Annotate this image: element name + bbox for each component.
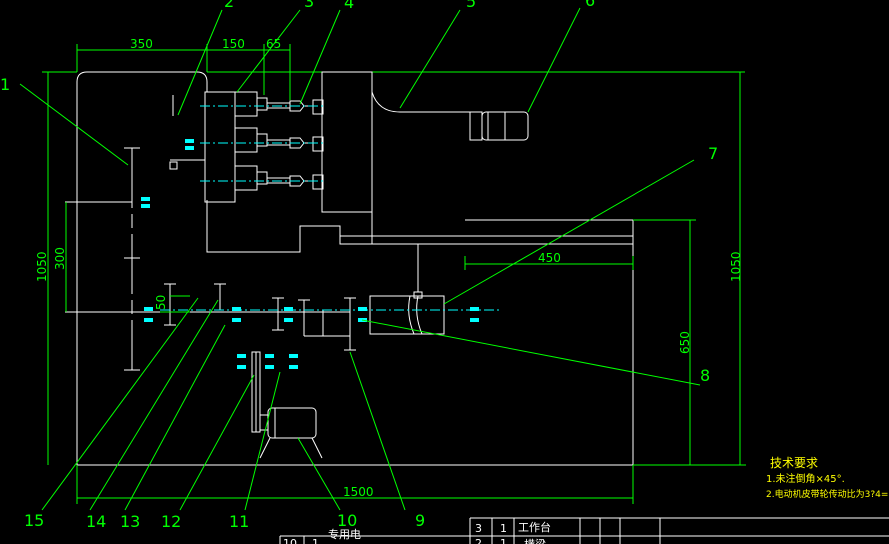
spindle-box-2 <box>234 127 258 153</box>
tb-row1-name: 工作台 <box>518 520 551 534</box>
machine-outline <box>65 71 745 466</box>
tb-row3-no: 10 <box>283 537 297 544</box>
chuck-3 <box>312 174 324 190</box>
dim-350: 350 <box>130 37 153 51</box>
callout-7: 7 <box>708 144 718 163</box>
housing-curve <box>371 91 482 141</box>
motor-adapter <box>469 111 483 141</box>
dim-300: 300 <box>53 247 67 270</box>
callout-3: 3 <box>304 0 314 11</box>
callout-13: 13 <box>120 512 140 531</box>
callout-1: 1 <box>0 75 10 94</box>
drill-bit-2 <box>289 137 305 149</box>
tech-notes-title: 技术要求 <box>770 456 818 470</box>
callout-12: 12 <box>161 512 181 531</box>
title-block <box>279 517 889 544</box>
tb-row2-name: 横梁 <box>524 537 546 544</box>
callout-4: 4 <box>344 0 354 12</box>
dim-650: 650 <box>678 331 692 354</box>
drill-bit-3 <box>289 175 305 187</box>
spindle-box-1 <box>234 91 258 117</box>
spindle-nut-2 <box>256 133 268 147</box>
dim-50: 50 <box>154 295 168 310</box>
spindle-nut-3 <box>256 171 268 185</box>
tech-note-1: 1.未注倒角×45°. <box>766 472 845 485</box>
slide-rail <box>206 200 634 253</box>
centerlines <box>160 105 500 311</box>
callout-14: 14 <box>86 512 106 531</box>
callout-6: 6 <box>585 0 595 10</box>
dim-65: 65 <box>266 37 281 51</box>
power-head-housing <box>321 71 373 213</box>
callout-11: 11 <box>229 512 249 531</box>
dim-1050-left: 1050 <box>35 251 49 282</box>
tb-row1-no: 3 <box>475 522 482 535</box>
chuck-1 <box>312 99 324 115</box>
bearing-symbols <box>141 139 479 369</box>
dim-150: 150 <box>222 37 245 51</box>
chuck-2 <box>312 136 324 152</box>
callout-5: 5 <box>466 0 476 11</box>
dimension-texts: 350 150 65 1050 300 450 1050 650 1500 50 <box>35 37 743 499</box>
tb-row2-qty: 1 <box>500 537 507 544</box>
tb-row1-qty: 1 <box>500 522 507 535</box>
tb-row3-qty: 1 <box>312 537 319 544</box>
tb-row2-no: 2 <box>475 537 482 544</box>
drill-bit-1 <box>289 100 305 112</box>
dim-450: 450 <box>538 251 561 265</box>
callout-numbers: 1 2 3 4 5 6 7 8 9 10 11 12 13 14 15 <box>0 0 718 531</box>
callout-8: 8 <box>700 366 710 385</box>
callout-10: 10 <box>337 511 357 530</box>
callout-15: 15 <box>24 511 44 530</box>
title-block-text: 3 1 工作台 2 1 横梁 10 1 专用电 <box>283 520 551 544</box>
dimension-lines <box>42 44 746 504</box>
callout-2: 2 <box>224 0 234 11</box>
spindle-box-3 <box>234 165 258 191</box>
callout-9: 9 <box>415 511 425 530</box>
leader-lines <box>19 7 701 511</box>
spindle-nut-1 <box>256 97 268 111</box>
frame-outline <box>76 71 208 465</box>
dim-1500: 1500 <box>343 485 374 499</box>
worm-gear-box <box>369 295 445 335</box>
tech-note-2: 2.电动机皮带轮传动比为3?4= <box>766 488 888 500</box>
multi-spindle-head <box>204 91 236 203</box>
technical-requirements: 技术要求 1.未注倒角×45°. 2.电动机皮带轮传动比为3?4= <box>766 456 888 500</box>
motor-10 <box>267 407 317 439</box>
tb-row3-name: 专用电 <box>328 527 361 541</box>
dim-1050-right: 1050 <box>729 251 743 282</box>
